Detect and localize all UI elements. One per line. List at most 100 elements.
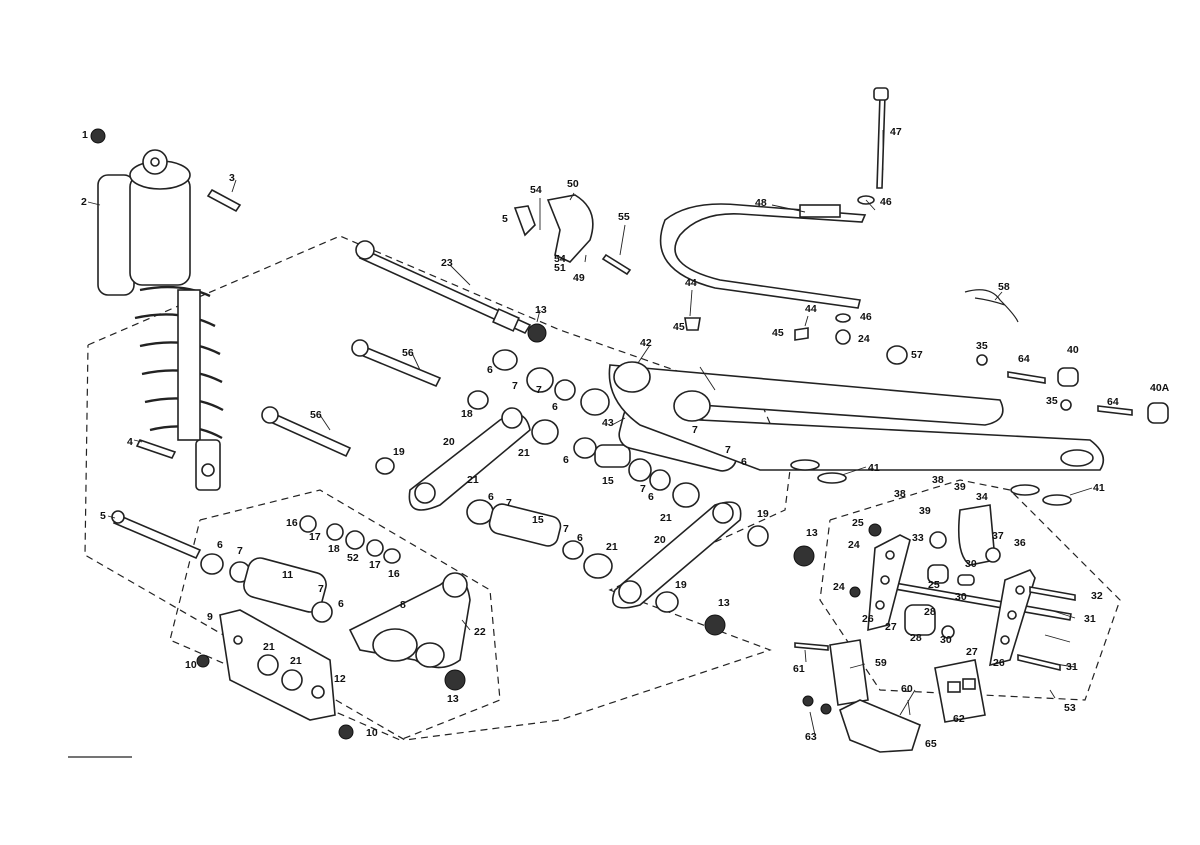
- nut-icon: [90, 128, 106, 144]
- callout-50: 50: [567, 178, 579, 190]
- callout-64: 64: [1107, 396, 1119, 408]
- callout-5: 5: [502, 213, 508, 225]
- callout-20: 20: [654, 534, 666, 546]
- callout-33: 33: [912, 532, 924, 544]
- nut-icon: [444, 669, 466, 691]
- callout-40A: 40A: [1150, 382, 1170, 394]
- callout-13: 13: [806, 527, 818, 539]
- callout-6: 6: [563, 454, 569, 466]
- callout-31: 31: [1066, 661, 1078, 673]
- callout-7: 7: [318, 583, 324, 595]
- callout-6: 6: [552, 401, 558, 413]
- callout-21: 21: [660, 512, 672, 524]
- callout-18: 18: [328, 543, 340, 555]
- callout-38: 38: [894, 488, 906, 500]
- outline-bracket-group: [819, 479, 1121, 701]
- callout-58: 58: [998, 281, 1010, 293]
- callout-30: 30: [940, 634, 952, 646]
- callout-30: 30: [955, 591, 967, 603]
- nuts: [196, 323, 815, 740]
- callout-44: 44: [805, 303, 817, 315]
- callout-56: 56: [310, 409, 322, 421]
- callout-17: 17: [369, 559, 381, 571]
- callout-61: 61: [793, 663, 805, 675]
- callout-1: 1: [82, 129, 88, 141]
- callout-37: 37: [992, 530, 1004, 542]
- callout-10: 10: [366, 727, 378, 739]
- callout-7: 7: [237, 545, 243, 557]
- bolt-icon: [135, 439, 177, 459]
- callout-12: 12: [334, 673, 346, 685]
- callout-15: 15: [532, 514, 544, 526]
- nut-icon: [704, 614, 726, 636]
- callout-57: 57: [911, 349, 923, 361]
- nut-icon: [793, 545, 815, 567]
- callout-20: 20: [443, 436, 455, 448]
- callout-25: 25: [928, 579, 940, 591]
- callout-59: 59: [875, 657, 887, 669]
- callout-24: 24: [833, 581, 845, 593]
- callout-51: 51: [554, 262, 566, 274]
- callout-5: 5: [100, 510, 106, 522]
- callout-21: 21: [263, 641, 275, 653]
- callout-32: 32: [1091, 590, 1103, 602]
- callout-39: 39: [919, 505, 931, 517]
- bolt-icon: [206, 188, 242, 213]
- callout-63: 63: [805, 731, 817, 743]
- link-plates: [408, 407, 742, 609]
- callout-19: 19: [757, 508, 769, 520]
- callout-55: 55: [618, 211, 630, 223]
- callout-6: 6: [217, 539, 223, 551]
- callout-45: 45: [673, 321, 685, 333]
- callout-24: 24: [848, 539, 860, 551]
- callout-7: 7: [692, 424, 698, 436]
- callout-62: 62: [953, 713, 965, 725]
- callout-21: 21: [518, 447, 530, 459]
- swing-arm: [608, 361, 1105, 506]
- callout-7: 7: [512, 380, 518, 392]
- small-parts: [601, 195, 1169, 424]
- callout-24: 24: [858, 333, 870, 345]
- callout-7: 7: [506, 497, 512, 509]
- callout-34: 34: [976, 491, 988, 503]
- callout-7: 7: [536, 384, 542, 396]
- callout-7: 7: [563, 523, 569, 535]
- chain-guide: [659, 203, 867, 309]
- callout-7: 7: [725, 444, 731, 456]
- callout-6: 6: [488, 491, 494, 503]
- callout-44: 44: [685, 277, 697, 289]
- callout-45: 45: [772, 327, 784, 339]
- callout-6: 6: [741, 456, 747, 468]
- callout-36: 36: [1014, 537, 1026, 549]
- bracket-assembly: [849, 504, 1076, 672]
- callout-21: 21: [606, 541, 618, 553]
- callout-4: 4: [127, 436, 133, 448]
- outline-linkage-group: [169, 489, 501, 741]
- callout-40: 40: [1067, 344, 1079, 356]
- callout-labels: 1 2 3 4 5 5 6 6 6 6 6 6 6 6 6 7 7 7 7 7 …: [81, 126, 1170, 750]
- leader-lines: [87, 130, 1093, 736]
- callout-26: 26: [862, 613, 874, 625]
- plates: [794, 639, 986, 753]
- nut-icon: [527, 323, 547, 343]
- callout-42: 42: [640, 337, 652, 349]
- callout-53: 53: [1064, 702, 1076, 714]
- callout-49: 49: [573, 272, 585, 284]
- callout-54: 54: [530, 184, 542, 196]
- callout-35: 35: [976, 340, 988, 352]
- callout-43: 43: [602, 417, 614, 429]
- callout-16: 16: [388, 568, 400, 580]
- bolts: [111, 87, 1072, 621]
- callout-54: 54: [554, 253, 566, 265]
- callout-13: 13: [718, 597, 730, 609]
- callout-8: 8: [400, 599, 406, 611]
- callout-25: 25: [852, 517, 864, 529]
- callout-19: 19: [393, 446, 405, 458]
- callout-18: 18: [461, 408, 473, 420]
- bracket-plate: [219, 609, 336, 721]
- callout-64: 64: [1018, 353, 1030, 365]
- bushings: [200, 349, 769, 623]
- callout-60: 60: [901, 683, 913, 695]
- callout-13: 13: [447, 693, 459, 705]
